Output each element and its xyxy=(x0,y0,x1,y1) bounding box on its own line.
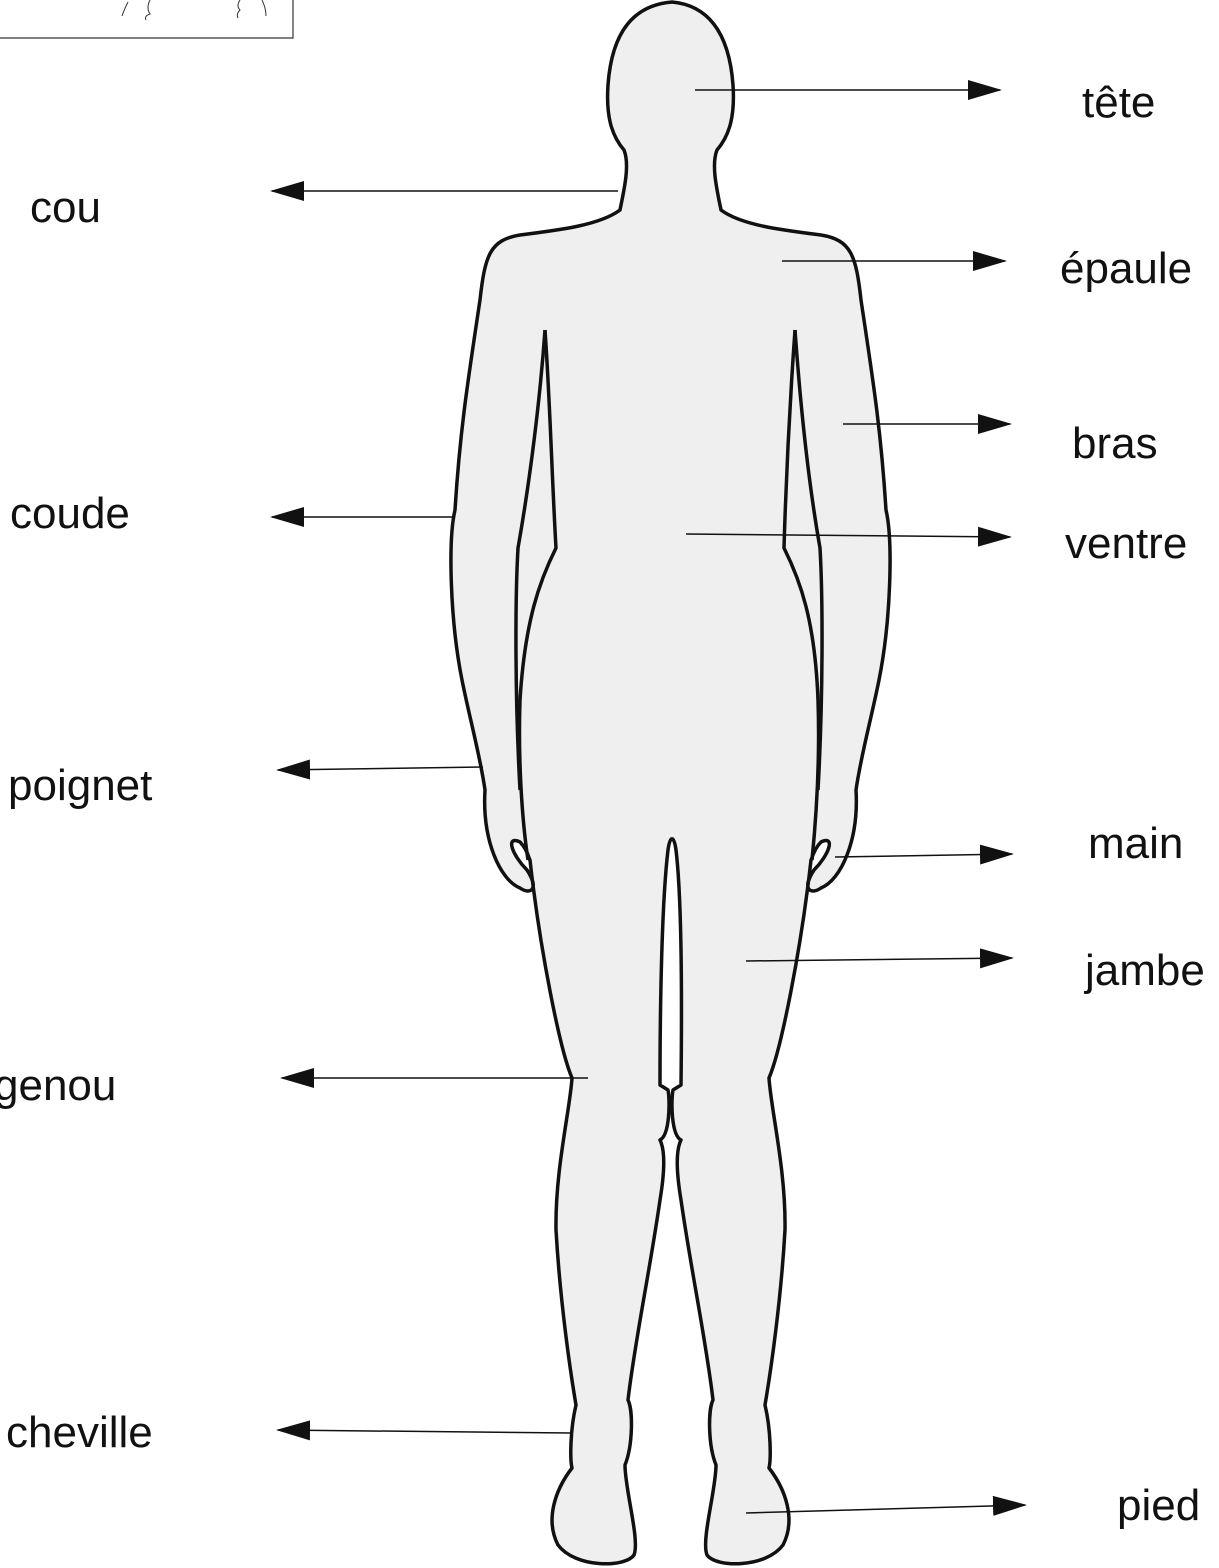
body-outline xyxy=(451,2,890,1564)
label-cheville: cheville xyxy=(6,1408,153,1457)
human-body-silhouette xyxy=(451,2,890,1564)
label-ventre: ventre xyxy=(1065,519,1187,568)
arrow-main xyxy=(835,854,1012,857)
label-tete: tête xyxy=(1082,78,1155,127)
label-coude: coude xyxy=(10,489,130,538)
label-poignet: poignet xyxy=(8,761,152,810)
arrow-cheville xyxy=(278,1430,571,1433)
corner-sketch-fragment xyxy=(0,0,293,38)
label-pied: pied xyxy=(1117,1481,1200,1530)
label-jambe: jambe xyxy=(1083,946,1205,995)
label-epaule: épaule xyxy=(1060,244,1192,293)
arrow-poignet xyxy=(278,767,483,770)
label-genou: genou xyxy=(0,1061,116,1110)
label-main: main xyxy=(1088,819,1183,868)
label-bras: bras xyxy=(1072,419,1158,468)
label-cou: cou xyxy=(30,183,101,232)
